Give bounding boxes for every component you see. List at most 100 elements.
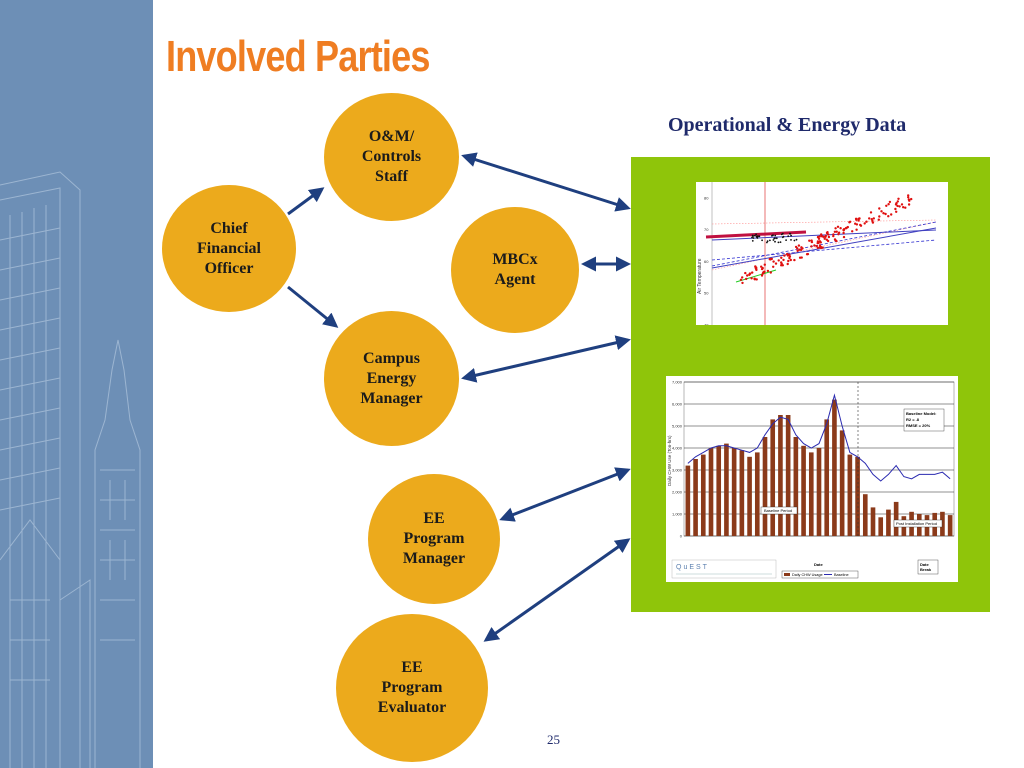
bar-y-tick: 2,000	[672, 490, 683, 495]
scatter-point	[836, 225, 840, 228]
scatter-point	[858, 217, 861, 220]
bar-y-tick: 4,000	[672, 446, 683, 451]
scatter-point	[834, 227, 837, 230]
scatter-point	[835, 239, 838, 243]
scatter-point	[745, 277, 748, 281]
scatter-point	[855, 228, 858, 231]
scatter-point	[818, 244, 822, 247]
page-number: 25	[547, 732, 560, 747]
scatter-point	[755, 268, 758, 272]
scatter-point	[769, 257, 772, 261]
slide-title: Involved Parties	[166, 32, 430, 81]
usage-bar	[824, 419, 830, 536]
ee-program-manager-node: EE Program Manager	[368, 474, 500, 604]
usage-bar	[801, 445, 806, 536]
scatter-point	[780, 261, 783, 264]
scatter-point	[775, 237, 778, 240]
scatter-point	[741, 276, 744, 279]
scatter-point	[798, 248, 801, 251]
scatter-point	[760, 274, 764, 277]
scatter-point	[895, 202, 898, 205]
scatter-point	[781, 236, 784, 239]
scatter-point	[859, 224, 863, 227]
scatter-point	[880, 210, 883, 213]
scatter-point	[755, 278, 758, 281]
scatter-point	[854, 222, 857, 225]
scatter-point	[878, 207, 881, 210]
arrow-eepe-data	[483, 538, 631, 642]
scatter-point	[907, 203, 911, 206]
scatter-point	[846, 225, 849, 229]
scatter-point	[821, 246, 824, 249]
scatter-point	[868, 217, 871, 220]
usage-bar	[731, 448, 737, 536]
scatter-point	[800, 248, 803, 252]
usage-bar	[724, 443, 729, 536]
scatter-point	[851, 230, 854, 233]
scatter-point	[787, 259, 790, 263]
bar-y-tick: 0	[680, 534, 683, 539]
scatter-point	[793, 239, 796, 242]
scatter-point	[751, 240, 754, 242]
usage-bar	[893, 501, 899, 536]
city-skyline-graphic	[0, 0, 153, 768]
scatter-point	[910, 197, 913, 201]
bar-y-tick: 3,000	[672, 468, 683, 473]
scatter-point	[796, 249, 799, 252]
ee-program-manager-label: EE Program Manager	[402, 510, 466, 567]
scatter-point	[835, 230, 838, 233]
arrow-om-data	[461, 152, 631, 212]
scatter-point	[844, 227, 848, 230]
scatter-point	[869, 211, 873, 214]
scatter-point	[772, 265, 775, 268]
scatter-point	[904, 206, 907, 209]
scatter-point	[855, 218, 858, 221]
usage-bar	[855, 456, 860, 536]
baseline-series-line	[687, 393, 951, 482]
usage-bar	[808, 452, 814, 536]
usage-bar	[839, 430, 845, 536]
scatter-point	[777, 241, 780, 244]
scatter-point	[752, 237, 755, 239]
scatter-point	[884, 212, 887, 216]
usage-bar	[785, 415, 791, 536]
scatter-point	[750, 277, 753, 280]
scatter-point	[773, 237, 776, 240]
scatter-point	[746, 274, 749, 277]
scatter-point	[823, 237, 826, 240]
scatter-point	[900, 203, 904, 206]
bar-legend	[781, 570, 859, 579]
scatter-point	[797, 244, 801, 247]
scatter-point	[788, 253, 791, 256]
scatter-point	[761, 266, 764, 270]
scatter-point	[739, 278, 743, 281]
usage-bar	[847, 454, 853, 536]
scatter-point	[832, 234, 835, 238]
usage-bar	[747, 456, 752, 536]
scatter-point	[758, 235, 761, 238]
usage-bar	[793, 437, 799, 536]
scatter-point	[890, 213, 893, 216]
scatter-point	[744, 271, 747, 275]
quest-logo	[671, 559, 777, 579]
usage-bar	[947, 515, 953, 536]
scatter-point	[790, 239, 792, 241]
scatter-y-tick: 50	[704, 291, 709, 296]
scatter-point	[751, 234, 754, 237]
usage-bar	[754, 452, 760, 536]
usage-bar	[886, 509, 891, 536]
scatter-point	[816, 240, 820, 243]
scatter-point	[816, 246, 819, 250]
data-panel-title: Operational & Energy Data	[668, 114, 907, 136]
scatter-point	[815, 244, 818, 248]
quest-logo-text: QuEST	[676, 564, 709, 571]
scatter-point	[857, 219, 860, 222]
usage-bar	[770, 419, 776, 536]
scatter-point	[895, 210, 898, 213]
scatter-point	[819, 241, 822, 244]
scatter-point	[888, 200, 892, 204]
ee-program-evaluator-node: EE Program Evaluator	[336, 614, 488, 762]
scatter-point	[762, 270, 766, 273]
scatter-y-tick: 70	[704, 227, 709, 232]
